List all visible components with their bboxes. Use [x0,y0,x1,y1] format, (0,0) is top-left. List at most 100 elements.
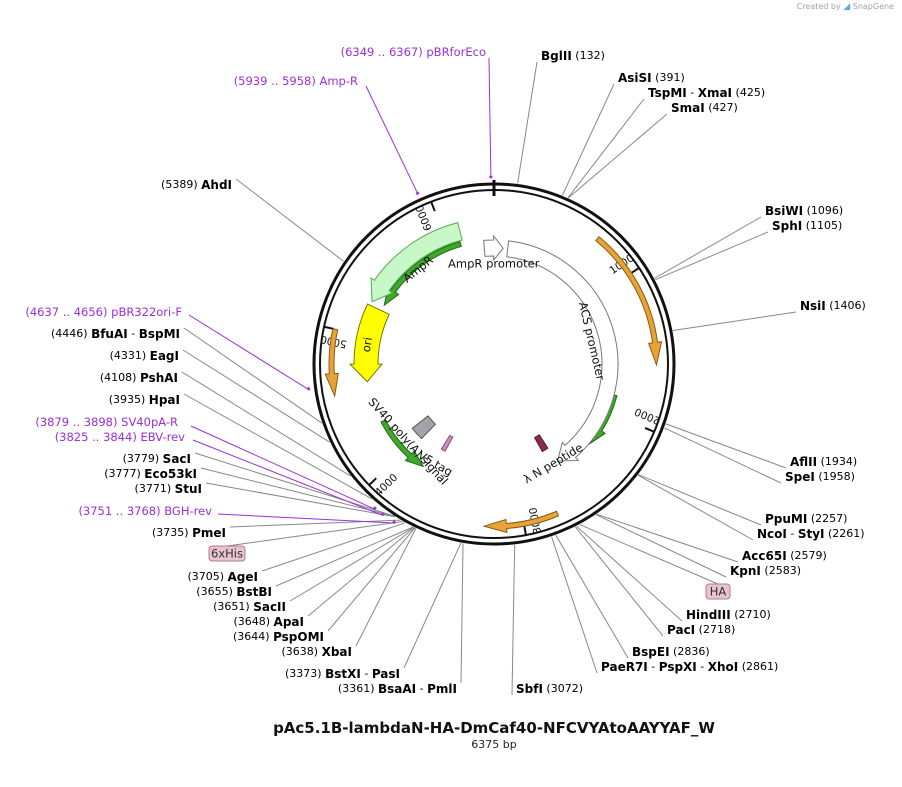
enzyme-name[interactable]: Eco53kI [144,467,197,481]
enzyme-name[interactable]: AsiSI [618,71,652,85]
enzyme-name[interactable]: KpnI [730,564,761,578]
site-label[interactable]: (3779) SacI [123,452,191,466]
site-label[interactable]: PacI (2718) [667,623,735,637]
site-label[interactable]: (3361) BsaAI - PmlI [338,682,457,696]
site-label[interactable]: (4331) EagI [110,349,179,363]
site-label[interactable]: TspMI - XmaI (425) [648,86,765,100]
boxed-label-ha[interactable]: HA [710,585,727,599]
primer-label[interactable]: (3879 .. 3898) SV40pA-R [35,415,178,429]
enzyme-name[interactable]: HpaI [149,393,180,407]
site-label[interactable]: (3651) SacII [213,600,286,614]
primer-name[interactable]: pBR322ori-F [111,305,182,319]
enzyme-name[interactable]: BsiWI [765,204,803,218]
primer-label[interactable]: (5939 .. 5958) Amp-R [234,74,358,88]
enzyme-name[interactable]: EagI [150,349,179,363]
site-label[interactable]: (4108) PshAI [100,371,178,385]
enzyme-name[interactable]: XmaI [698,86,732,100]
site-label[interactable]: (3655) BstBI [196,585,272,599]
primer-name[interactable]: BGH-rev [164,504,212,518]
site-label[interactable]: NsiI (1406) [800,299,866,313]
feature-ampr-promoter[interactable] [483,234,504,262]
site-label[interactable]: Acc65I (2579) [742,549,827,563]
enzyme-name[interactable]: HindIII [686,608,731,622]
boxed-label-6xhis[interactable]: 6xHis [211,547,243,561]
enzyme-name[interactable]: SmaI [671,101,705,115]
enzyme-name[interactable]: SacI [163,452,191,466]
feature-ampr[interactable] [370,221,463,303]
site-label[interactable]: HindIII (2710) [686,608,771,622]
site-label[interactable]: BsiWI (1096) [765,204,843,218]
enzyme-name[interactable]: BspEI [632,645,670,659]
site-label[interactable]: AsiSI (391) [618,71,685,85]
enzyme-name[interactable]: PpuMI [765,512,807,526]
site-label[interactable]: AflII (1934) [790,455,857,469]
site-label[interactable]: (4446) BfuAI - BspMI [51,327,180,341]
site-label[interactable]: (5389) AhdI [161,178,232,192]
primer-label[interactable]: (3825 .. 3844) EBV-rev [55,430,185,444]
enzyme-name[interactable]: BspMI [139,327,180,341]
primer-name[interactable]: pBRforEco [426,45,486,59]
enzyme-name[interactable]: BstBI [236,585,272,599]
primer-labels[interactable]: (6349 .. 6367) pBRforEco (5939 .. 5958) A… [25,45,493,524]
enzyme-name[interactable]: SacII [253,600,286,614]
site-label[interactable]: NcoI - StyI (2261) [757,527,865,541]
feature-acs-promoter[interactable] [506,240,619,462]
enzyme-name[interactable]: SphI [772,219,802,233]
enzyme-name[interactable]: XhoI [708,660,739,674]
enzyme-name[interactable]: Acc65I [742,549,787,563]
enzyme-name[interactable]: StuI [175,482,202,496]
primer-name[interactable]: Amp-R [319,74,358,88]
enzyme-name[interactable]: BglII [541,49,572,63]
site-label[interactable]: (3705) AgeI [187,570,258,584]
enzyme-name[interactable]: SpeI [785,470,815,484]
site-label[interactable]: (3638) XbaI [282,645,352,659]
feature-ori[interactable] [348,303,390,383]
feature-v5-tag[interactable] [440,434,454,452]
enzyme-name[interactable]: BstXI [325,667,361,681]
site-label[interactable]: (3771) StuI [135,482,202,496]
enzyme-name[interactable]: PasI [372,667,400,681]
enzyme-name[interactable]: ApaI [274,615,304,629]
primer-label[interactable]: (3751 .. 3768) BGH-rev [78,504,212,518]
site-label[interactable]: PpuMI (2257) [765,512,847,526]
enzyme-name[interactable]: StyI [798,527,825,541]
enzyme-name[interactable]: NsiI [800,299,826,313]
enzyme-name[interactable]: NcoI [757,527,787,541]
site-label[interactable]: (3935) HpaI [109,393,180,407]
enzyme-name[interactable]: BfuAI [91,327,128,341]
feature-sv40-poly-a-signal[interactable] [411,415,437,440]
enzyme-name[interactable]: PspXI [659,660,697,674]
site-label[interactable]: SmaI (427) [671,101,738,115]
enzyme-name[interactable]: PacI [667,623,695,637]
enzyme-name[interactable]: BsaAI [378,682,416,696]
site-label[interactable]: BglII (132) [541,49,605,63]
primer-name[interactable]: EBV-rev [140,430,185,444]
site-label[interactable]: SphI (1105) [772,219,842,233]
enzyme-name[interactable]: AgeI [228,570,258,584]
site-label[interactable]: (3373) BstXI - PasI [285,667,400,681]
site-label[interactable]: (3777) Eco53kI [104,467,197,481]
enzyme-name[interactable]: PaeR7I [601,660,648,674]
enzyme-name[interactable]: PmlI [427,682,457,696]
enzyme-name[interactable]: TspMI [648,86,687,100]
restriction-site-labels[interactable]: BglII (132) AsiSI (391)TspMI - XmaI (425)… [51,49,866,696]
site-label[interactable]: (3644) PspOMI [233,630,324,644]
site-label[interactable]: PaeR7I - PspXI - XhoI (2861) [601,660,778,674]
enzyme-name[interactable]: PspOMI [273,630,324,644]
primer-label[interactable]: (6349 .. 6367) pBRforEco [341,45,486,59]
enzyme-name[interactable]: PmeI [192,526,226,540]
site-label[interactable]: SpeI (1958) [785,470,855,484]
site-label[interactable]: (3648) ApaI [233,615,304,629]
enzyme-name[interactable]: XbaI [322,645,352,659]
enzyme-name[interactable]: AhdI [201,178,232,192]
feature-n-peptide[interactable] [533,434,549,453]
primer-label[interactable]: (4637 .. 4656) pBR322ori-F [25,305,182,319]
enzyme-name[interactable]: SbfI [516,682,543,696]
site-label[interactable]: (3735) PmeI [152,526,226,540]
enzyme-name[interactable]: AflII [790,455,817,469]
enzyme-name[interactable]: PshAI [140,371,178,385]
site-label[interactable]: BspEI (2836) [632,645,710,659]
primer-name[interactable]: SV40pA-R [121,415,178,429]
site-label[interactable]: KpnI (2583) [730,564,801,578]
